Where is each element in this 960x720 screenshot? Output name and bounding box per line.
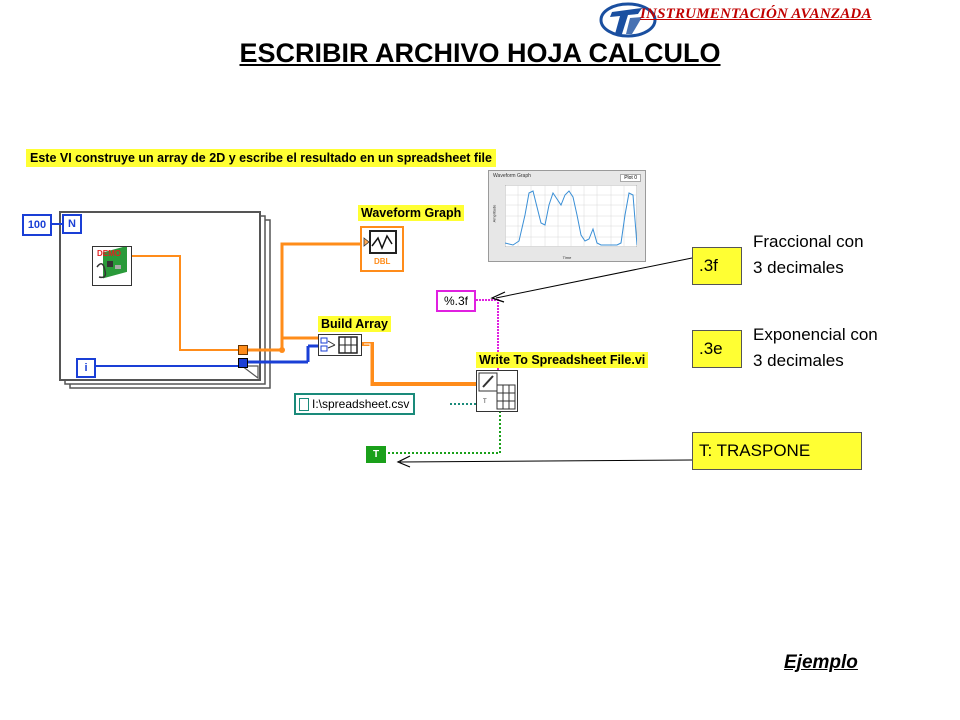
exponential-format-box: .3e [692,330,742,368]
transpose-box: T: TRASPONE [692,432,862,470]
file-path-text: I:\spreadsheet.csv [312,397,410,411]
waveform-graph-screenshot: Waveform Graph Plot 0 Amplitude Time [488,170,646,262]
demo-signal-vi-icon[interactable]: DEMO [92,245,132,286]
build-array-label: Build Array [318,316,391,332]
build-array-icon [320,336,358,354]
count-terminal[interactable]: N [62,214,82,234]
slide-title: ESCRIBIR ARCHIVO HOJA CALCULO [239,38,721,68]
orange-tunnel [238,345,248,355]
file-path-constant[interactable]: I:\spreadsheet.csv [294,393,416,415]
graph-screenshot-title: Waveform Graph [493,173,531,179]
graph-plot-area [505,185,637,247]
faculty-logo [599,2,657,38]
fractional-format-box: .3f [692,247,742,285]
for-loop-frame [59,211,261,381]
fractional-line1: Fraccional con [753,232,864,251]
graph-type-label: DBL [374,257,391,266]
svg-text:T: T [483,399,487,405]
exponential-code: .3e [699,339,723,358]
spreadsheet-write-icon: T [478,372,516,410]
graph-screenshot-ylabel: Amplitude [491,204,497,223]
graph-plot-line [505,190,637,246]
exponential-description: Exponencial con 3 decimales [753,322,878,374]
format-string-constant[interactable]: %.3f [436,290,476,312]
blue-tunnel [238,358,248,368]
write-spreadsheet-vi[interactable]: T [476,370,518,412]
graph-screenshot-legend: Plot 0 [620,174,641,182]
for-loop-corner [240,365,259,380]
exponential-line1: Exponencial con [753,325,878,344]
graph-icon [363,230,397,254]
example-link[interactable]: Ejemplo [784,652,858,673]
course-title: INSTRUMENTACIÓN AVANZADA [640,6,872,22]
diagram-comment: Este VI construye un array de 2D y escri… [26,149,496,167]
path-icon [299,398,309,411]
waveform-graph-label: Waveform Graph [358,205,465,221]
transpose-text: T: TRASPONE [699,441,811,460]
write-spreadsheet-label: Write To Spreadsheet File.vi [476,352,649,368]
loop-count-constant[interactable]: 100 [22,214,52,236]
fractional-line2: 3 decimales [753,258,844,277]
demo-label: DEMO [97,249,121,258]
iteration-terminal[interactable]: i [76,358,96,378]
waveform-graph-terminal[interactable]: DBL [360,226,404,272]
boolean-true-constant[interactable]: T [366,446,386,463]
build-array-node[interactable] [318,334,362,356]
graph-screenshot-xlabel: Time [562,255,572,260]
exponential-line2: 3 decimales [753,351,844,370]
circuit-board-icon [96,245,127,279]
fractional-description: Fraccional con 3 decimales [753,229,864,281]
fractional-code: .3f [699,256,718,275]
